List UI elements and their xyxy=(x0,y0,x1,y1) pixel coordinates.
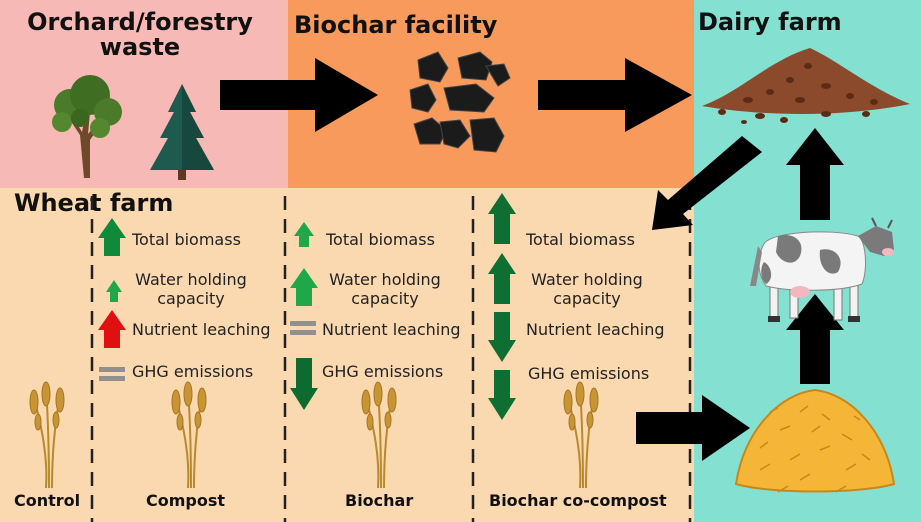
wheat-icon-biochar xyxy=(361,381,397,489)
cocompost-leaching-label: Nutrient leaching xyxy=(526,320,665,339)
biochar-ghg-label: GHG emissions xyxy=(322,362,444,381)
deciduous-tree-icon xyxy=(52,75,122,178)
arrow-orchard-to-biochar xyxy=(220,58,378,132)
wheat-title: Wheat farm xyxy=(14,189,174,217)
treatment-label-biochar: Biochar xyxy=(345,491,414,510)
compost-water-label: Water holding capacity xyxy=(135,270,247,308)
arrow-dairy-to-wheat xyxy=(652,136,762,230)
compost-water-up-icon xyxy=(106,280,122,302)
pine-tree-icon xyxy=(150,84,214,180)
compost-leaching-up-icon xyxy=(98,310,126,348)
arrow-cow-to-manure xyxy=(786,128,844,220)
arrow-biochar-to-dairy xyxy=(538,58,692,132)
cocompost-water-up-icon xyxy=(488,253,516,304)
biochar-biomass-label: Total biomass xyxy=(326,230,435,249)
cocompost-water-label: Water holding capacity xyxy=(531,270,643,308)
treatment-label-cocompost: Biochar co-compost xyxy=(489,491,667,510)
wheat-icon-control xyxy=(29,381,65,489)
wheat-stalks xyxy=(29,381,599,489)
wheat-icon-cocompost xyxy=(563,381,599,489)
dairy-title: Dairy farm xyxy=(698,8,842,36)
compost-leaching-label: Nutrient leaching xyxy=(132,320,271,339)
biochar-facility-title: Biochar facility xyxy=(294,11,498,39)
cocompost-ghg-down-icon xyxy=(488,370,516,420)
arrow-hay-to-cow xyxy=(786,294,844,384)
cocompost-biomass-label: Total biomass xyxy=(526,230,635,249)
cow-icon xyxy=(750,217,894,322)
biochar-water-up-icon xyxy=(290,268,318,306)
cocompost-leaching-down-icon xyxy=(488,312,516,362)
cocompost-ghg-label: GHG emissions xyxy=(528,364,650,383)
treatment-label-compost: Compost xyxy=(146,491,226,510)
biochar-chunks-icon xyxy=(409,51,511,153)
biochar-leaching-equal-icon xyxy=(290,321,316,335)
treatment-dividers xyxy=(90,196,692,522)
biochar-biomass-up-icon xyxy=(294,222,314,247)
flow-arrows xyxy=(220,58,844,461)
orchard-title: Orchard/forestry waste xyxy=(27,8,253,62)
manure-pile-icon xyxy=(702,48,910,124)
wheat-icon-compost xyxy=(171,381,207,489)
biochar-water-label: Water holding capacity xyxy=(329,270,441,308)
compost-biomass-label: Total biomass xyxy=(132,230,241,249)
cocompost-biomass-up-icon xyxy=(488,193,516,244)
cocompost-indicators xyxy=(488,193,516,420)
biochar-indicators xyxy=(290,222,318,410)
hay-pile-icon xyxy=(734,388,896,493)
arrow-wheat-to-hay xyxy=(636,395,750,461)
treatment-label-control: Control xyxy=(14,491,81,510)
biochar-leaching-label: Nutrient leaching xyxy=(322,320,461,339)
compost-ghg-label: GHG emissions xyxy=(132,362,254,381)
compost-ghg-equal-icon xyxy=(99,367,125,381)
biochar-ghg-down-icon xyxy=(290,358,318,410)
compost-indicators xyxy=(98,218,126,381)
compost-biomass-up-icon xyxy=(98,218,126,256)
